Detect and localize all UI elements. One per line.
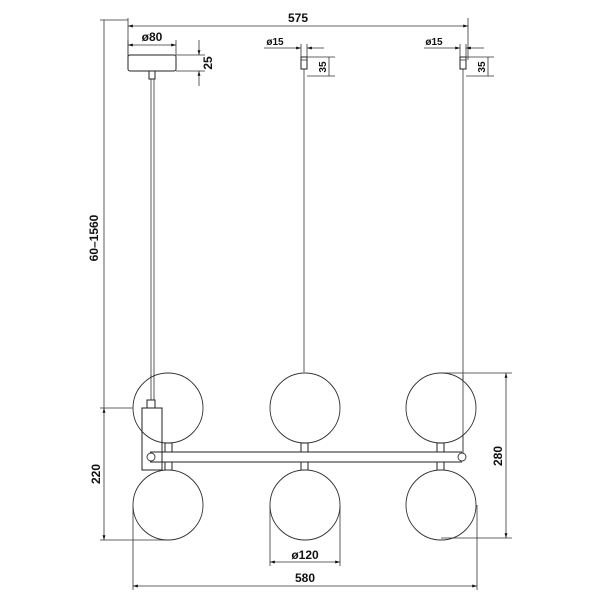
dim-globe-diameter: ø120 bbox=[269, 505, 341, 566]
dim-cap-center: ø15 35 bbox=[264, 37, 335, 77]
label-o15-center: ø15 bbox=[266, 37, 284, 48]
horizontal-bar bbox=[146, 451, 467, 463]
dim-globe-pair-height: 220 bbox=[89, 408, 168, 541]
label-o120: ø120 bbox=[291, 548, 319, 562]
cap-center bbox=[300, 56, 308, 70]
canopy bbox=[127, 54, 177, 80]
label-280: 280 bbox=[491, 446, 505, 466]
label-220: 220 bbox=[89, 464, 103, 484]
globe-top-left bbox=[132, 372, 204, 453]
dim-suspension-length: 60–1560 bbox=[87, 19, 155, 409]
label-580: 580 bbox=[295, 571, 315, 585]
label-35-right: 35 bbox=[477, 61, 488, 73]
label-o15-right: ø15 bbox=[425, 37, 443, 48]
dim-canopy-diameter: ø80 bbox=[127, 30, 177, 55]
dim-cap-right: ø15 35 bbox=[424, 37, 494, 77]
globe-top-right bbox=[405, 372, 477, 453]
globe-bottom-center bbox=[269, 461, 341, 541]
label-o80: ø80 bbox=[142, 30, 163, 44]
globe-bottom-left bbox=[132, 461, 204, 541]
label-25: 25 bbox=[201, 56, 215, 70]
globe-bottom-right bbox=[405, 461, 477, 541]
suspension-cables bbox=[150, 69, 464, 453]
dim-globe-assembly-height: 280 bbox=[441, 372, 512, 539]
dim-canopy-height: 25 bbox=[176, 40, 215, 86]
globe-top-center bbox=[269, 372, 341, 453]
label-575: 575 bbox=[288, 11, 308, 25]
dim-overall-bottom-width: 580 bbox=[132, 505, 478, 590]
label-60-1560: 60–1560 bbox=[87, 214, 101, 261]
cap-right bbox=[459, 56, 467, 70]
dim-overall-top-width: 575 bbox=[127, 11, 469, 60]
label-35-center: 35 bbox=[318, 61, 329, 73]
